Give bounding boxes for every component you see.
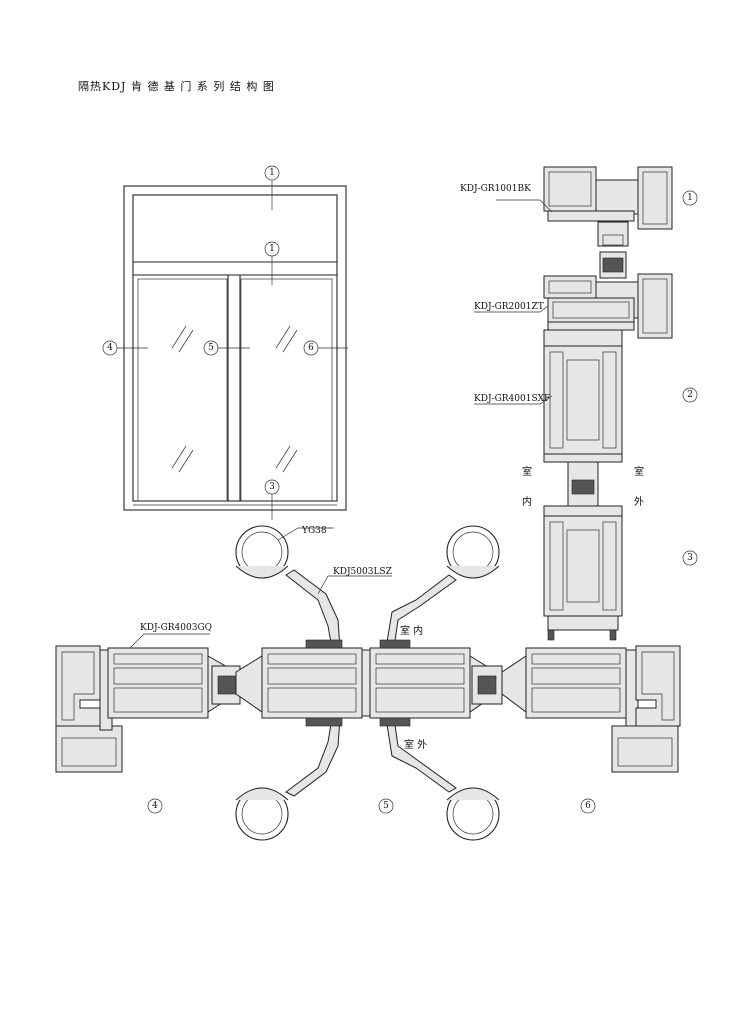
label-kdj5003lsz: KDJ5003LSZ xyxy=(333,567,392,577)
callout-c4: 4 xyxy=(102,340,118,356)
page-title: 隔热KDJ 肯 德 基 门 系 列 结 构 图 xyxy=(78,80,275,93)
outdoor-label: 室 外 xyxy=(404,738,427,751)
glass-hatch xyxy=(171,325,298,473)
callout-b4: 4 xyxy=(147,798,163,814)
svg-text:3: 3 xyxy=(687,553,693,563)
label-yg38: YG38 xyxy=(301,526,327,536)
svg-text:4: 4 xyxy=(152,801,158,811)
label-kdj-gr2001zt: KDJ-GR2001ZT xyxy=(474,302,544,312)
svg-text:KDJ5003LSZ: KDJ5003LSZ xyxy=(333,567,392,577)
vertical-section xyxy=(474,166,673,641)
indoor-label: 室 内 xyxy=(400,624,423,637)
svg-text:1: 1 xyxy=(269,168,275,178)
callout-r2: 2 xyxy=(682,387,698,403)
callout-c6: 6 xyxy=(303,340,319,356)
svg-text:6: 6 xyxy=(308,343,314,353)
svg-text:5: 5 xyxy=(208,343,214,353)
svg-text:KDJ-GR1001BK: KDJ-GR1001BK xyxy=(460,184,531,194)
indoor-vertical-1: 室 xyxy=(522,465,532,478)
door-elevation xyxy=(117,180,348,520)
callout-c5: 5 xyxy=(203,340,219,356)
label-kdj-gr1001bk: KDJ-GR1001BK xyxy=(460,184,531,194)
horizontal-section xyxy=(55,525,681,841)
label-kdj-gr4003gq: KDJ-GR4003GQ xyxy=(140,623,212,633)
outdoor-vertical-2: 外 xyxy=(634,496,644,508)
callout-b5: 5 xyxy=(378,798,394,814)
svg-text:KDJ-GR2001ZT: KDJ-GR2001ZT xyxy=(474,302,544,312)
callout-r1: 1 xyxy=(682,190,698,206)
callout-c1-top: 1 xyxy=(264,165,280,181)
svg-text:KDJ-GR4001SXF: KDJ-GR4001SXF xyxy=(474,394,550,404)
svg-text:6: 6 xyxy=(585,801,591,811)
svg-text:4: 4 xyxy=(107,343,113,353)
outdoor-vertical-1: 室 xyxy=(634,465,644,478)
svg-text:5: 5 xyxy=(383,801,389,811)
callout-b6: 6 xyxy=(580,798,596,814)
indoor-vertical-2: 内 xyxy=(522,495,532,508)
svg-text:YG38: YG38 xyxy=(301,526,327,536)
callout-c1-mid: 1 xyxy=(264,241,280,257)
svg-text:2: 2 xyxy=(687,390,693,400)
callout-c3: 3 xyxy=(264,479,280,495)
svg-text:1: 1 xyxy=(269,244,275,254)
svg-text:3: 3 xyxy=(269,482,275,492)
callout-r3: 3 xyxy=(682,550,698,566)
svg-text:1: 1 xyxy=(687,193,693,203)
pull-handle xyxy=(235,525,500,841)
label-kdj-gr4001sxf: KDJ-GR4001SXF xyxy=(474,394,550,404)
svg-text:KDJ-GR4003GQ: KDJ-GR4003GQ xyxy=(140,623,212,633)
